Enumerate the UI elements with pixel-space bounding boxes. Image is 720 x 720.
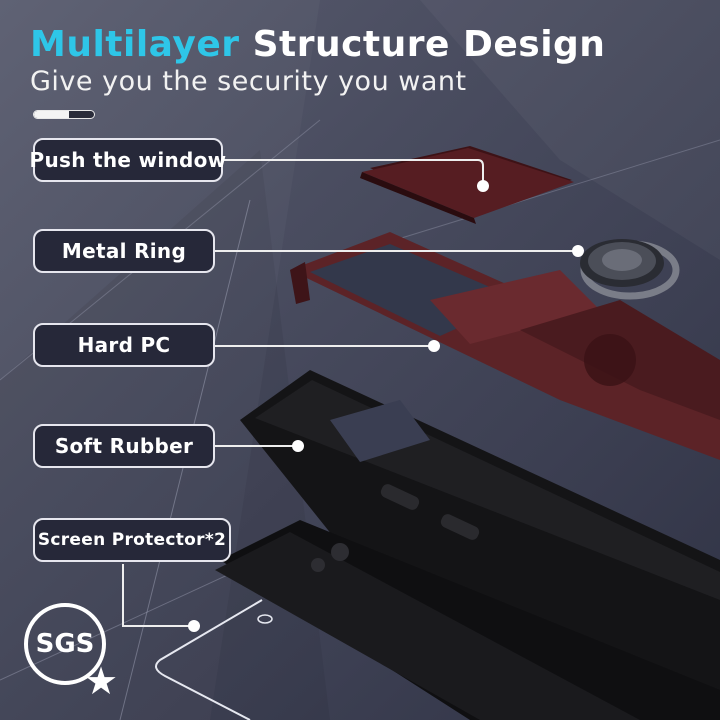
sgs-certification-badge: SGS: [24, 603, 106, 685]
title-accent: Multilayer: [30, 24, 240, 65]
screen-protector: [155, 599, 273, 720]
page-title: Multilayer Structure Design: [30, 24, 605, 65]
hard-pc-frame: [290, 232, 720, 460]
metal-ring: [580, 239, 680, 300]
page-subtitle: Give you the security you want: [30, 66, 467, 97]
label-metal-ring: Metal Ring: [33, 229, 215, 273]
push-window-part: [360, 146, 574, 224]
star-icon: ★: [84, 659, 119, 703]
phone-body: [215, 520, 720, 720]
label-hard-pc: Hard PC: [33, 323, 215, 367]
slide-progress-indicator: [33, 110, 95, 119]
soft-rubber-case: [240, 370, 720, 720]
sgs-text: SGS: [35, 629, 95, 659]
progress-fill: [34, 111, 69, 118]
title-rest: Structure Design: [252, 24, 606, 65]
label-soft-rubber: Soft Rubber: [33, 424, 215, 468]
callout-dots: [188, 180, 584, 632]
callout-lines: [122, 159, 578, 627]
label-screen-protector: Screen Protector*2: [33, 518, 231, 562]
label-push-the-window: Push the window: [30, 138, 226, 182]
